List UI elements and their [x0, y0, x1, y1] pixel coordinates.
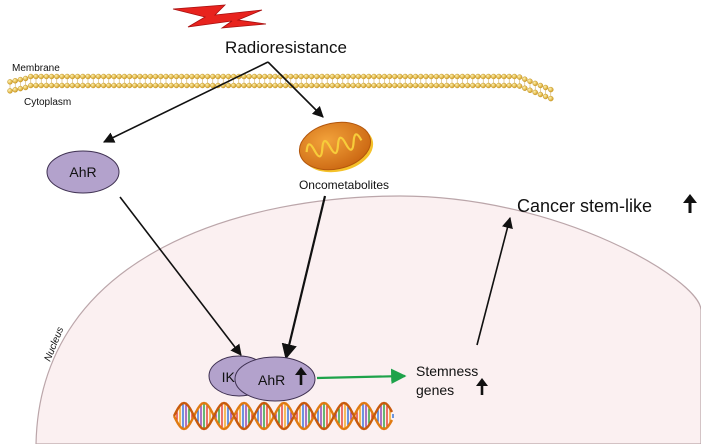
arrow-ahr-to-nucleus: [119, 196, 242, 356]
ahr-nucleus-label: AhR: [258, 372, 285, 388]
cytoplasm-label: Cytoplasm: [24, 97, 71, 108]
arrow-oncometabolites-to-ahr: [281, 195, 327, 360]
nucleus-region: [35, 195, 701, 444]
cancer-stem-like-label: Cancer stem-like: [517, 196, 652, 216]
ahr-cytoplasm-label: AhR: [69, 164, 96, 180]
ahr-cytoplasm-protein: AhR: [46, 150, 120, 194]
oncometabolites-label: Oncometabolites: [299, 178, 389, 192]
dna-helix-icon: [172, 401, 394, 431]
mitochondrion-icon: [298, 121, 374, 173]
membrane-label: Membrane: [12, 63, 60, 74]
arrow-radioresistance-to-mitochondrion: [267, 61, 324, 118]
stemness-label-line2: genes: [416, 382, 454, 398]
cell-membrane: [7, 73, 554, 102]
up-arrow-icon: [476, 378, 488, 395]
ahr-nucleus-protein: AhR: [234, 356, 316, 402]
radioresistance-label: Radioresistance: [225, 38, 347, 57]
lightning-bolt-icon: [172, 4, 267, 29]
up-arrow-icon: [683, 194, 697, 213]
arrow-stemness-to-cancer-stem: [476, 216, 513, 346]
stemness-label-line1: Stemness: [416, 363, 478, 379]
arrow-ahr-activates-stemness: [316, 368, 407, 385]
arrow-radioresistance-to-ahr: [102, 61, 269, 143]
up-arrow-icon: [295, 367, 307, 385]
